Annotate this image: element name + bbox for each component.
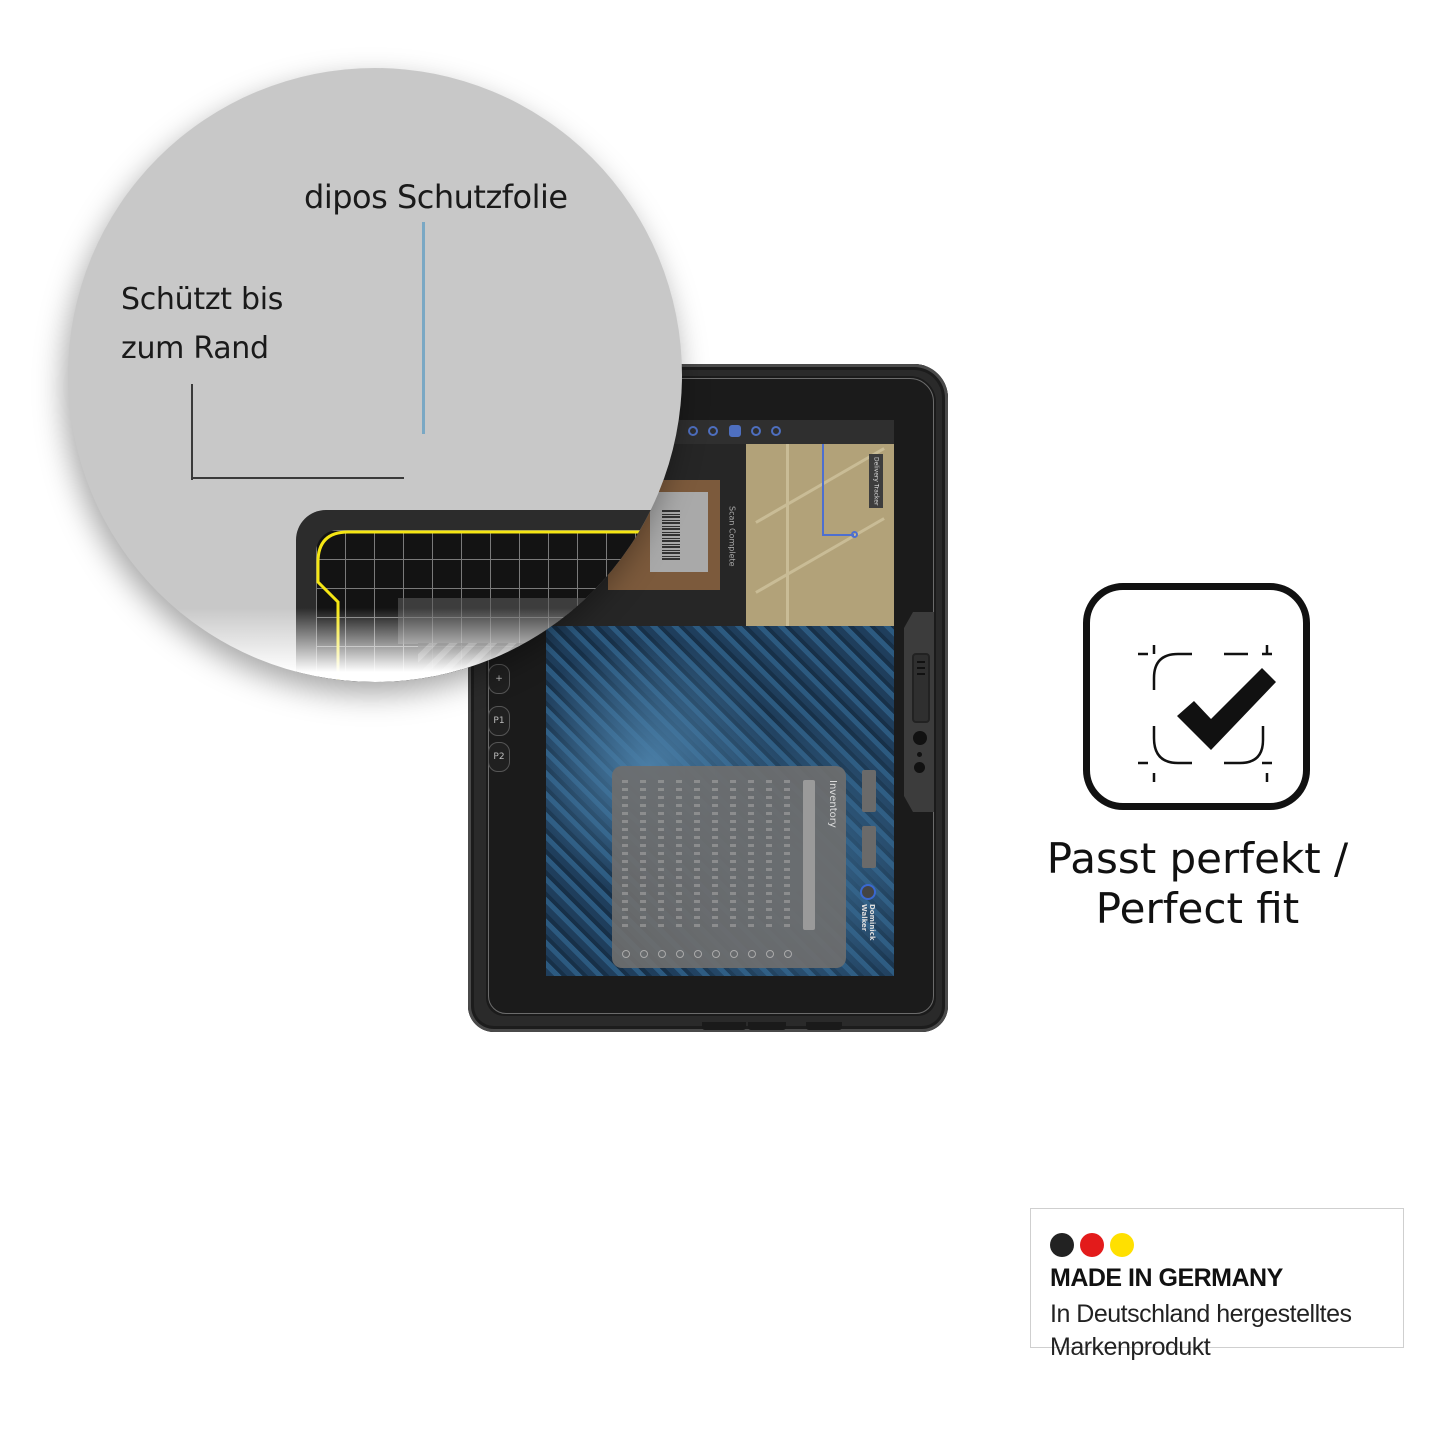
avatar — [860, 884, 876, 900]
edge-pointer-line — [191, 477, 404, 479]
fit-caption: Passt perfekt / Perfect fit — [1020, 834, 1375, 934]
row-action-icon — [712, 950, 720, 958]
subtitle-line2: Markenprodukt — [1050, 1333, 1211, 1361]
row-action-icon — [748, 950, 756, 958]
flag-dot-black — [1050, 1233, 1074, 1257]
bottom-connector — [806, 1022, 842, 1030]
p1-button: P1 — [488, 706, 510, 736]
edge-label-line2: zum Rand — [121, 331, 269, 366]
check-in-frame-icon — [1083, 583, 1310, 810]
p2-button: P2 — [488, 742, 510, 772]
row-action-icon — [676, 950, 684, 958]
filter-dropdown — [862, 826, 876, 868]
row-action-icon — [694, 950, 702, 958]
subtitle-line1: In Deutschland hergestelltes — [1050, 1300, 1352, 1328]
inventory-row — [694, 780, 700, 930]
filter-dropdown — [862, 770, 876, 812]
location-icon — [751, 426, 761, 436]
camera-icon — [913, 731, 927, 745]
flag-dot-red — [1080, 1233, 1104, 1257]
fade-overlay — [68, 608, 682, 682]
row-action-icon — [658, 950, 666, 958]
row-action-icon — [766, 950, 774, 958]
edge-pointer-line — [191, 384, 193, 480]
route-line — [822, 534, 854, 536]
row-action-icon — [640, 950, 648, 958]
bottom-connector — [702, 1022, 746, 1030]
port-cover — [912, 653, 930, 723]
fit-caption-line2: Perfect fit — [1095, 884, 1300, 933]
film-pointer-line — [422, 222, 425, 434]
inventory-row — [730, 780, 736, 930]
circle-icon — [771, 426, 781, 436]
made-in-germany-subtitle: In Deutschland hergestelltes Markenprodu… — [1050, 1298, 1410, 1364]
inventory-row — [766, 780, 772, 930]
scan-status: Scan Complete — [727, 505, 737, 567]
flag-dot-yellow — [1110, 1233, 1134, 1257]
inventory-row — [658, 780, 664, 930]
film-edge-outline — [316, 530, 682, 682]
made-in-germany-title: MADE IN GERMANY — [1050, 1264, 1283, 1292]
row-action-icon — [730, 950, 738, 958]
edge-label-line1: Schützt bis — [121, 282, 284, 317]
inventory-row — [748, 780, 754, 930]
made-in-germany-badge — [1030, 1208, 1404, 1348]
settings-icon — [688, 426, 698, 436]
sensor-icon — [914, 762, 925, 773]
home-icon — [729, 425, 741, 437]
row-action-icon — [784, 950, 792, 958]
inventory-row — [676, 780, 682, 930]
route-line — [822, 444, 824, 536]
edge-label: Schützt bis zum Rand — [121, 275, 283, 373]
magnifier-detail — [68, 68, 682, 682]
inventory-search — [803, 780, 815, 930]
bottom-connector — [748, 1022, 786, 1030]
route-endpoint-icon — [851, 531, 858, 538]
row-action-icon — [622, 950, 630, 958]
sensor-icon — [917, 752, 922, 757]
user-icon — [708, 426, 718, 436]
inventory-row — [640, 780, 646, 930]
inventory-title: Inventory — [827, 780, 838, 828]
inventory-row — [622, 780, 628, 930]
inventory-row — [712, 780, 718, 930]
user-name: Dominick Walker — [860, 904, 876, 941]
fit-caption-line1: Passt perfekt / — [1046, 834, 1349, 883]
film-label: dipos Schutzfolie — [304, 178, 568, 216]
map-badge: Delivery Tracker — [869, 454, 883, 508]
inventory-row — [784, 780, 790, 930]
